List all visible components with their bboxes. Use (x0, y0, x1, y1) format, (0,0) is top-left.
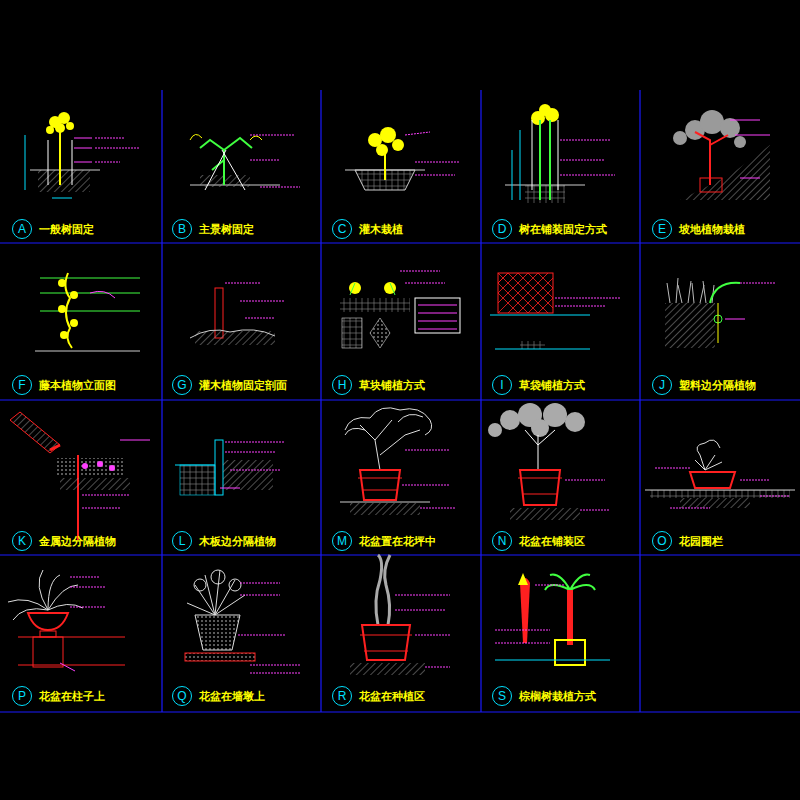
detail-caption: 花盆置在花坪中 (359, 534, 436, 549)
detail-title: A 一般树固定 (12, 219, 94, 239)
detail-title: O 花园围栏 (652, 531, 723, 551)
detail-letter: P (12, 686, 32, 706)
detail-title: H 草块铺植方式 (332, 375, 425, 395)
detail-title: L 木板边分隔植物 (172, 531, 276, 551)
detail-letter: O (652, 531, 672, 551)
detail-caption: 藤本植物立面图 (39, 378, 116, 393)
detail-title: Q 花盆在墙墩上 (172, 686, 265, 706)
detail-letter: L (172, 531, 192, 551)
detail-title: K 金属边分隔植物 (12, 531, 116, 551)
detail-title: E 坡地植物栽植 (652, 219, 745, 239)
detail-title: R 花盆在种植区 (332, 686, 425, 706)
detail-title: S 棕榈树栽植方式 (492, 686, 596, 706)
detail-caption: 金属边分隔植物 (39, 534, 116, 549)
detail-caption: 花盆在铺装区 (519, 534, 585, 549)
detail-title: M 花盆置在花坪中 (332, 531, 436, 551)
detail-letter: S (492, 686, 512, 706)
detail-caption: 花盆在柱子上 (39, 689, 105, 704)
detail-title: D 树在铺装固定方式 (492, 219, 607, 239)
detail-letter: N (492, 531, 512, 551)
detail-title: F 藤本植物立面图 (12, 375, 116, 395)
detail-letter: E (652, 219, 672, 239)
detail-letter: Q (172, 686, 192, 706)
detail-title: B 主景树固定 (172, 219, 254, 239)
detail-letter: M (332, 531, 352, 551)
detail-title: C 灌木栽植 (332, 219, 403, 239)
detail-caption: 草块铺植方式 (359, 378, 425, 393)
detail-letter: I (492, 375, 512, 395)
detail-caption: 塑料边分隔植物 (679, 378, 756, 393)
detail-caption: 灌木栽植 (359, 222, 403, 237)
detail-caption: 木板边分隔植物 (199, 534, 276, 549)
detail-caption: 一般树固定 (39, 222, 94, 237)
detail-letter: R (332, 686, 352, 706)
detail-letter: C (332, 219, 352, 239)
detail-caption: 树在铺装固定方式 (519, 222, 607, 237)
detail-letter: J (652, 375, 672, 395)
detail-caption: 花盆在墙墩上 (199, 689, 265, 704)
detail-letter: H (332, 375, 352, 395)
detail-letter: D (492, 219, 512, 239)
detail-title: G 灌木植物固定剖面 (172, 375, 287, 395)
detail-caption: 坡地植物栽植 (679, 222, 745, 237)
detail-letter: K (12, 531, 32, 551)
detail-caption: 花园围栏 (679, 534, 723, 549)
detail-caption: 草袋铺植方式 (519, 378, 585, 393)
detail-title: J 塑料边分隔植物 (652, 375, 756, 395)
detail-letter: F (12, 375, 32, 395)
detail-letter: B (172, 219, 192, 239)
detail-caption: 灌木植物固定剖面 (199, 378, 287, 393)
detail-letter: G (172, 375, 192, 395)
detail-title: N 花盆在铺装区 (492, 531, 585, 551)
detail-caption: 主景树固定 (199, 222, 254, 237)
detail-caption: 花盆在种植区 (359, 689, 425, 704)
detail-title: P 花盆在柱子上 (12, 686, 105, 706)
detail-caption: 棕榈树栽植方式 (519, 689, 596, 704)
detail-letter: A (12, 219, 32, 239)
detail-title: I 草袋铺植方式 (492, 375, 585, 395)
